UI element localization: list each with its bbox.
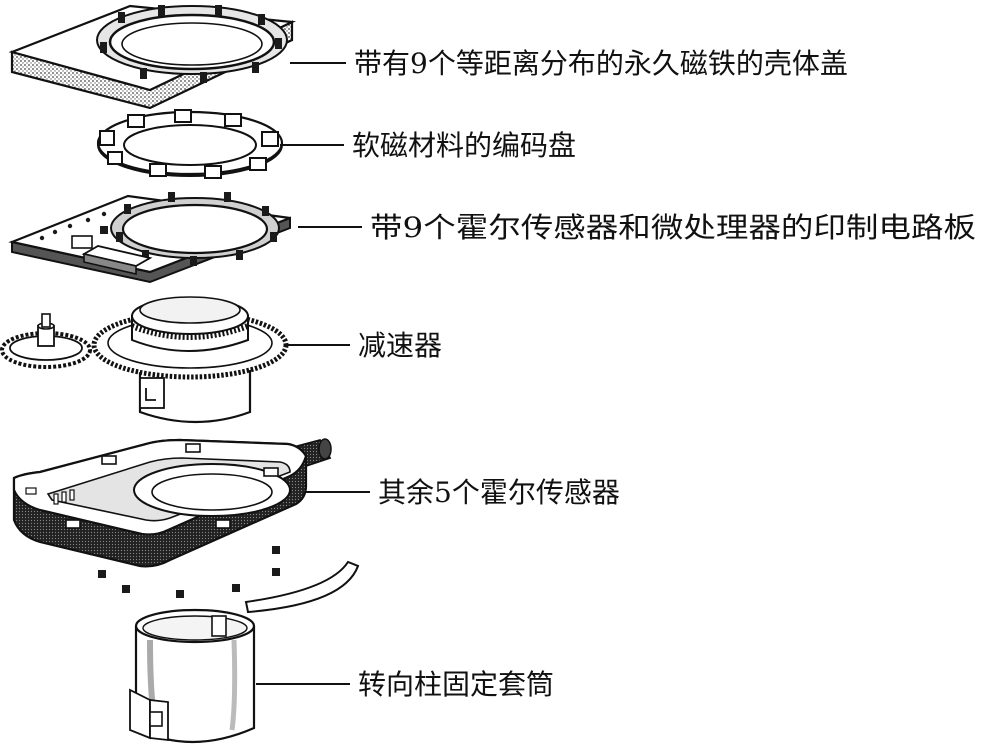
steering-sleeve: [129, 608, 256, 744]
housing-cover: [8, 4, 297, 110]
microprocessor-icon: [71, 235, 153, 276]
leader-lines: [256, 62, 370, 685]
label-remaining-sensors: 其余5个霍尔传感器: [378, 476, 620, 509]
housing-base: [12, 438, 332, 568]
printed-circuit-board: [8, 192, 291, 284]
reducer: [0, 296, 289, 424]
label-reducer: 减速器: [358, 329, 442, 362]
label-steering-sleeve: 转向柱固定套筒: [358, 668, 554, 701]
loose-parts: [98, 546, 360, 614]
label-housing-cover: 带有9个等距离分布的永久磁铁的壳体盖: [354, 47, 848, 80]
labels: 带有9个等距离分布的永久磁铁的壳体盖 软磁材料的编码盘 带9个霍尔传感器和微处理…: [352, 47, 976, 701]
clip-icon: [129, 688, 169, 742]
hall-sensor-icon: [116, 192, 277, 266]
gear-icon: [0, 313, 92, 369]
hall-sensor-icon: [65, 443, 279, 529]
label-code-disc: 软磁材料的编码盘: [352, 129, 576, 162]
code-disc: [96, 109, 284, 179]
label-pcb: 带9个霍尔传感器和微处理器的印制电路板: [370, 211, 976, 244]
magnet-icon: [100, 5, 282, 83]
